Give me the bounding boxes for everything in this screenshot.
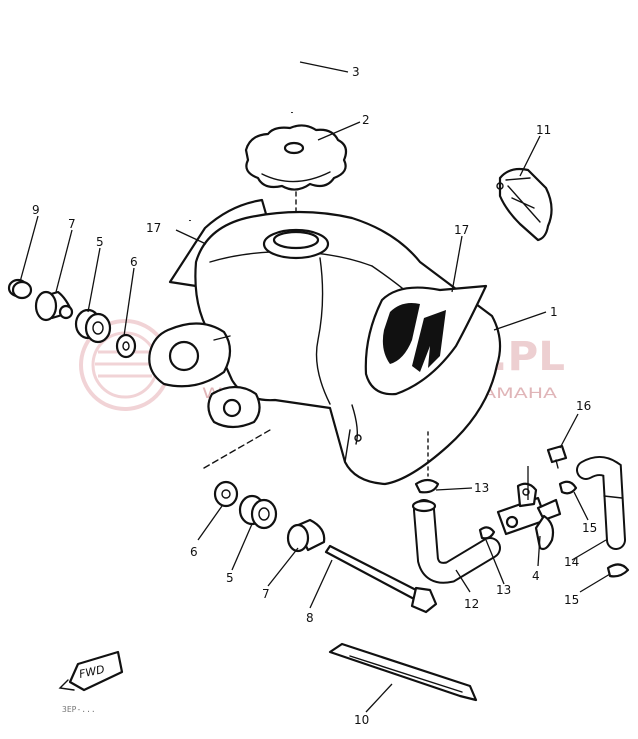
callout-5a: 5 <box>96 235 104 249</box>
part-14-hose <box>576 456 626 550</box>
callout-6b: 6 <box>190 545 198 559</box>
part-11-label-plate <box>496 167 553 242</box>
part-4-fuel-cock <box>496 482 562 551</box>
callout-8: 8 <box>306 611 314 625</box>
callout-9: 9 <box>32 203 40 217</box>
part-5-damper-rear <box>74 308 112 344</box>
callout-7b: 7 <box>262 587 270 601</box>
part-3-breather-hose <box>187 25 297 222</box>
callout-10: 10 <box>354 713 369 727</box>
callout-16: 16 <box>576 399 591 413</box>
part-8-bolt <box>324 544 438 614</box>
fwd-indicator: FWD <box>58 650 124 692</box>
leader-lines <box>19 61 611 713</box>
callout-7a: 7 <box>68 217 76 231</box>
callout-12: 12 <box>464 597 479 611</box>
callout-2: 2 <box>362 113 370 127</box>
part-2-fuel-cap <box>244 124 348 191</box>
callout-14: 14 <box>564 555 579 569</box>
part-1-fuel-tank <box>148 198 502 486</box>
callout-11: 11 <box>536 123 551 137</box>
callout-17a: 17 <box>146 221 161 235</box>
callout-15a: 15 <box>582 521 597 535</box>
part-15-clip-lower <box>606 563 630 578</box>
callout-6a: 6 <box>130 255 138 269</box>
part-7-collar-rear <box>34 290 74 322</box>
callout-1: 1 <box>550 305 558 319</box>
callout-4: 4 <box>532 569 540 583</box>
part-10-pad <box>328 642 478 702</box>
part-12-fuel-hose <box>411 499 501 584</box>
part-13-clip-upper <box>414 478 440 494</box>
callout-17b: 17 <box>454 223 469 237</box>
callout-13b: 13 <box>496 583 511 597</box>
diagram-code: 3EP-... <box>62 705 96 714</box>
part-13-clip-lower <box>478 526 496 540</box>
part-6-washer-rear <box>115 333 137 359</box>
callouts: 1 2 3 4 5 5 6 6 7 7 8 9 10 11 12 13 13 1… <box>32 65 597 727</box>
part-16-screw <box>546 444 568 469</box>
callout-13a: 13 <box>474 481 489 495</box>
fwd-label: FWD <box>78 663 106 681</box>
callout-3: 3 <box>352 65 360 79</box>
callout-15b: 15 <box>564 593 579 607</box>
part-9-nut <box>7 278 33 300</box>
part-15-clip-upper <box>558 480 578 495</box>
part-6-washer-front <box>213 480 239 508</box>
part-7-collar-front <box>286 518 326 553</box>
part-5-damper-front <box>238 494 278 530</box>
callout-5b: 5 <box>226 571 234 585</box>
